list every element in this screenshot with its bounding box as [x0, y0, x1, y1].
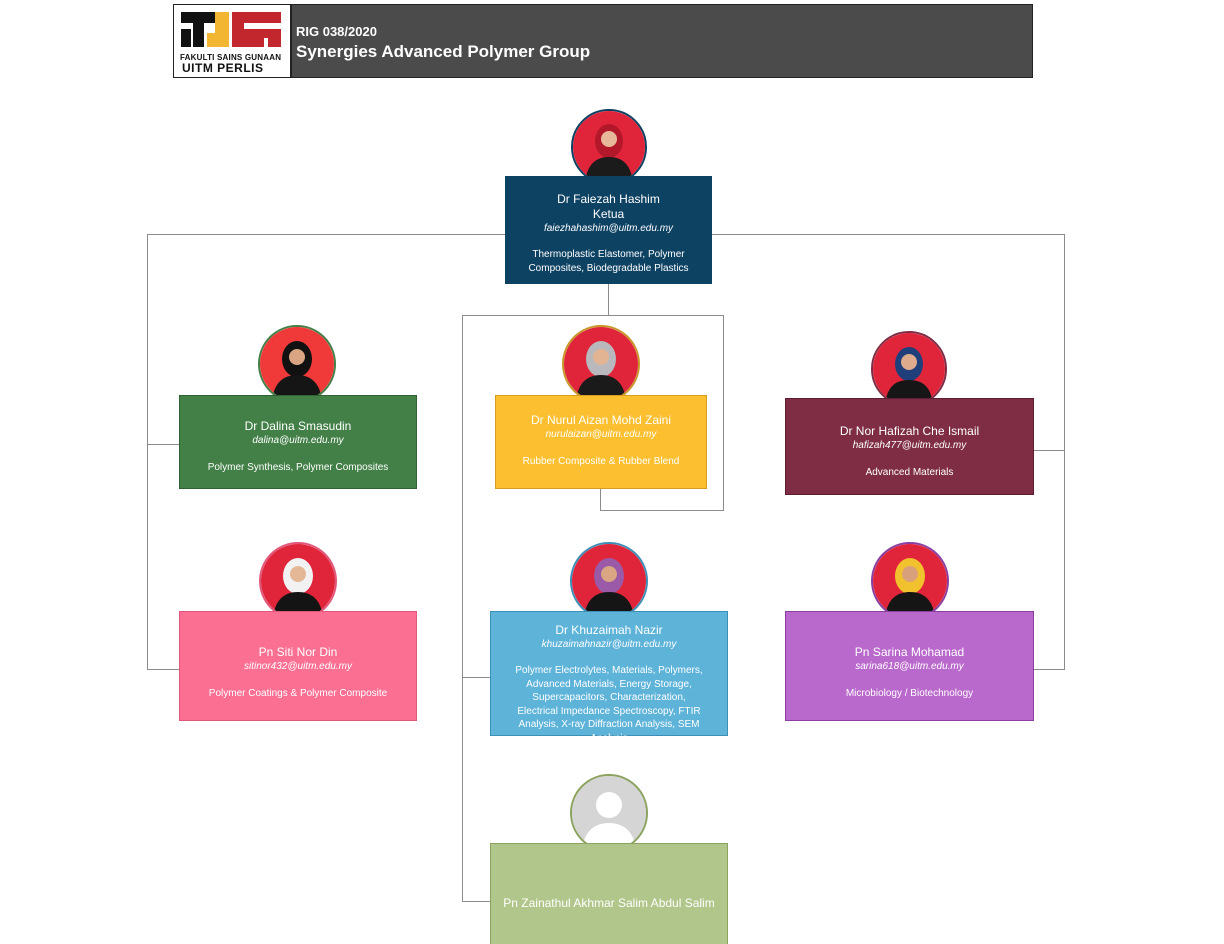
avatar-zainathul	[570, 774, 648, 852]
fsg-logo-icon	[181, 12, 281, 47]
connector-center-branch	[462, 283, 609, 902]
avatar-leader	[571, 109, 647, 185]
avatar-dalina	[258, 325, 336, 403]
card-siti: Pn Siti Nor Din sitinor432@uitm.edu.my P…	[179, 611, 417, 721]
card-dalina: Dr Dalina Smasudin dalina@uitm.edu.my Po…	[179, 395, 417, 489]
avatar-khuzaimah	[570, 542, 648, 620]
member-email: khuzaimahnazir@uitm.edu.my	[541, 639, 677, 650]
avatar-nurul	[562, 325, 640, 403]
member-name: Dr Dalina Smasudin	[244, 419, 352, 433]
faculty-logo: FAKULTI SAINS GUNAAN UITM PERLIS	[174, 5, 292, 77]
member-research-area: Rubber Composite & Rubber Blend	[522, 456, 680, 467]
card-leader: Dr Faiezah Hashim Ketua faiezhahashim@ui…	[505, 176, 712, 284]
member-research-area: Microbiology / Biotechnology	[845, 688, 974, 699]
connector-left-branch	[147, 234, 506, 670]
member-email: hafizah477@uitm.edu.my	[852, 440, 967, 451]
connector-right-branch	[711, 234, 1065, 670]
member-email: faiezhahashim@uitm.edu.my	[543, 223, 674, 234]
member-email: sitinor432@uitm.edu.my	[244, 661, 352, 672]
avatar-siti	[259, 542, 337, 620]
connector-center-loop	[600, 315, 724, 511]
logo-faculty-text: FAKULTI SAINS GUNAAN	[180, 53, 282, 62]
group-code: RIG 038/2020	[296, 24, 377, 39]
member-name: Dr Khuzaimah Nazir	[555, 623, 663, 637]
member-research-area: Polymer Electrolytes, Materials, Polymer…	[515, 665, 703, 744]
member-name: Dr Nor Hafizah Che Ismail	[839, 424, 980, 438]
member-name: Pn Siti Nor Din	[258, 645, 338, 659]
card-khuzaimah: Dr Khuzaimah Nazir khuzaimahnazir@uitm.e…	[490, 611, 728, 744]
default-user-icon	[572, 776, 646, 850]
member-name: Pn Zainathul Akhmar Salim Abdul Salim	[503, 896, 715, 910]
member-name: Pn Sarina Mohamad	[854, 645, 965, 659]
member-research-area: Polymer Coatings & Polymer Composite	[208, 688, 388, 699]
card-nurul: Dr Nurul Aizan Mohd Zaini nurulaizan@uit…	[495, 395, 707, 489]
member-research-area: Polymer Synthesis, Polymer Composites	[207, 462, 389, 473]
member-email: nurulaizan@uitm.edu.my	[545, 429, 657, 440]
header-banner: FAKULTI SAINS GUNAAN UITM PERLIS RIG 038…	[173, 4, 1033, 78]
logo-campus-text: UITM PERLIS	[182, 61, 264, 75]
card-zainathul: Pn Zainathul Akhmar Salim Abdul Salim	[490, 843, 728, 944]
member-research-area: Advanced Materials	[865, 467, 954, 478]
member-email: dalina@uitm.edu.my	[252, 435, 344, 446]
member-research-area: Thermoplastic Elastomer, Polymer Composi…	[528, 249, 689, 274]
group-title: Synergies Advanced Polymer Group	[296, 42, 591, 61]
member-name: Dr Nurul Aizan Mohd Zaini	[530, 413, 672, 427]
member-role: Ketua	[592, 207, 625, 221]
member-email: sarina618@uitm.edu.my	[855, 661, 964, 672]
avatar-hafizah	[871, 331, 947, 407]
member-name: Dr Faiezah Hashim	[557, 192, 660, 206]
avatar-sarina	[871, 542, 949, 620]
card-sarina: Pn Sarina Mohamad sarina618@uitm.edu.my …	[785, 611, 1034, 721]
card-hafizah: Dr Nor Hafizah Che Ismail hafizah477@uit…	[785, 398, 1034, 495]
